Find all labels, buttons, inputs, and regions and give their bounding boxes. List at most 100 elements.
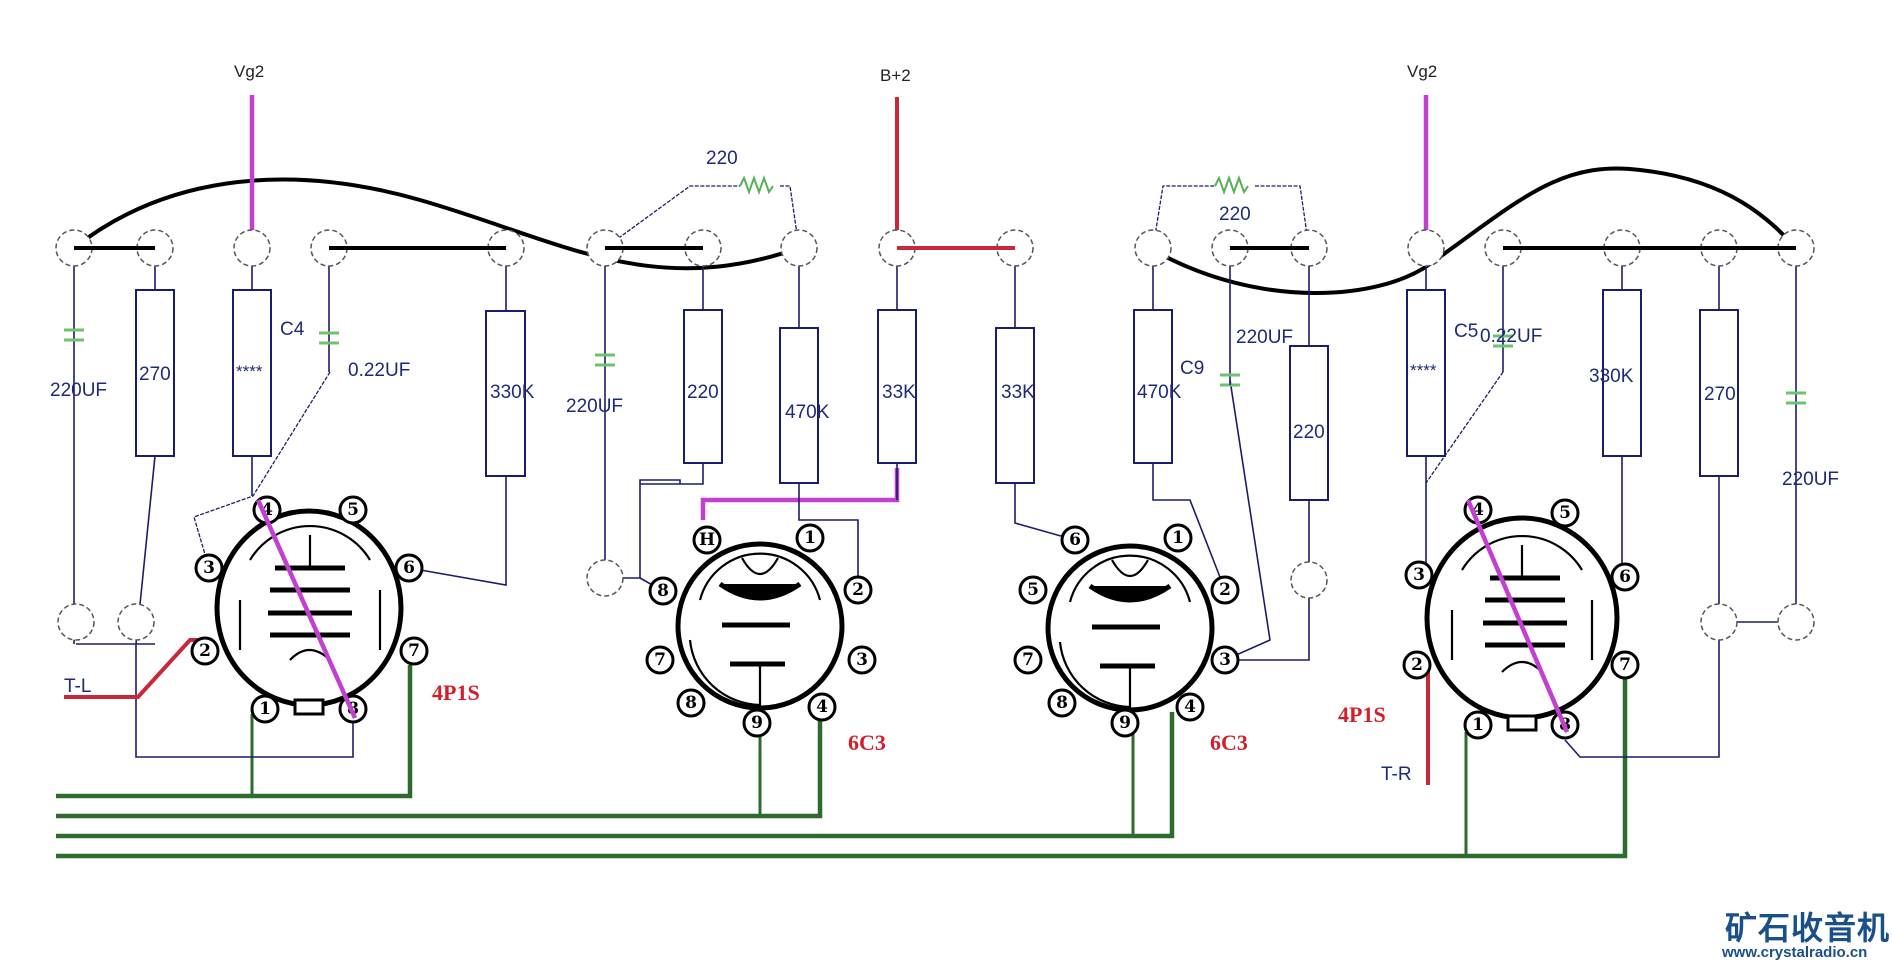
resistors — [135, 289, 1739, 501]
capacitor-220uf-right — [1786, 391, 1806, 405]
label-resistor: 220 — [687, 382, 719, 403]
label-resistor: **** — [1410, 361, 1437, 380]
watermark-url: www.crystalradio.cn — [1722, 944, 1868, 961]
pin-label: 2 — [1219, 580, 1231, 600]
terminal — [586, 559, 624, 597]
pin-label: 1 — [804, 528, 816, 548]
tube-pins: 1 2 3 4 5 6 7 8 — [190, 495, 429, 724]
pin-label: 8 — [657, 581, 669, 601]
label-resistor: 270 — [139, 364, 171, 385]
label-cap-ref: C9 — [1180, 358, 1204, 379]
label-cap: 0.22UF — [348, 360, 410, 381]
pin-label: 8 — [1056, 693, 1068, 713]
pin-label: 5 — [347, 500, 359, 520]
pin-label: 3 — [1413, 565, 1425, 585]
pin-label: 7 — [408, 641, 420, 661]
watermark-title: 矿石收音机 — [1725, 909, 1891, 947]
pin-label: 3 — [1219, 650, 1231, 670]
b-plus-line — [895, 97, 1015, 250]
tube-4p1s-left: 1 2 3 4 5 6 7 8 4P1S — [190, 495, 480, 724]
terminal — [1134, 229, 1172, 267]
capacitor-220uf-cl — [595, 353, 615, 367]
pin-label: 3 — [203, 558, 215, 578]
label-cap: 220UF — [566, 396, 623, 417]
label-resistor: 270 — [1704, 384, 1736, 405]
resistor-screen-right — [1406, 289, 1446, 457]
terminal — [780, 229, 818, 267]
label-resistor: 33K — [1001, 382, 1035, 403]
pin-label: 1 — [259, 699, 271, 719]
pin-label: 2 — [199, 641, 211, 661]
capacitor-220uf-left — [64, 328, 84, 342]
tube-label: 4P1S — [1338, 702, 1386, 727]
resistor-330k-right — [1602, 289, 1642, 457]
pin-label: 4 — [816, 697, 828, 717]
terminal — [1407, 229, 1445, 267]
component-wires — [73, 185, 1797, 758]
pin-label: 2 — [1411, 655, 1423, 675]
label-b-plus: B+2 — [880, 66, 911, 85]
tube-pins: 6 1 5 2 7 3 8 9 4 — [1013, 523, 1240, 738]
labels: Vg2 Vg2 B+2 T-L T-R 220UF 270 **** C4 0.… — [50, 62, 1839, 785]
resistor-220-cr — [1289, 345, 1329, 501]
tube-label: 4P1S — [432, 680, 480, 705]
label-resistor: 330K — [1589, 366, 1634, 387]
pin-label: 3 — [856, 650, 868, 670]
tube-label: 6C3 — [848, 730, 886, 755]
jumper-arc-right — [1152, 166, 1798, 295]
tube-electrodes — [1088, 583, 1172, 669]
terminal — [233, 229, 271, 267]
label-resistor: 470K — [785, 402, 830, 423]
resistor-470k-cr — [1133, 309, 1173, 464]
resistor-330k-left — [485, 310, 526, 477]
capacitors — [64, 328, 1806, 405]
heater-link-magenta — [255, 499, 358, 719]
label-resistor: 33K — [882, 382, 916, 403]
heater-bus — [56, 665, 1628, 859]
pin-label: 4 — [1184, 697, 1196, 717]
terminal — [1700, 603, 1738, 641]
tube-pins: H 1 8 2 7 3 8 9 4 — [645, 523, 877, 738]
label-cap-ref: C4 — [280, 319, 305, 340]
label-vg2-left: Vg2 — [234, 62, 264, 81]
jumper-arc-left — [72, 177, 800, 271]
resistor-33k-cl — [877, 309, 917, 464]
terminal-strip-top — [55, 229, 1815, 267]
label-cap: 220UF — [50, 380, 107, 401]
capacitor-c4 — [319, 331, 339, 345]
tube-label: 6C3 — [1210, 730, 1248, 755]
resistor-220-zigzag-left — [739, 175, 774, 195]
terminal — [1777, 603, 1815, 641]
label-t-left: T-L — [64, 676, 91, 697]
resistor-220-zigzag-right — [1214, 175, 1249, 195]
terminal — [117, 603, 155, 641]
capacitor-c5 — [1493, 334, 1513, 348]
pin-label: 5 — [1027, 580, 1039, 600]
heater-bus-line-2 — [56, 712, 823, 819]
tube-key — [293, 698, 325, 716]
resistor-screen-left — [232, 289, 272, 457]
pin-label: 1 — [1172, 528, 1184, 548]
pin-label: 9 — [751, 713, 763, 733]
pin-label: 1 — [1472, 715, 1484, 735]
heater-bus-line-1 — [56, 665, 413, 799]
pin-label: 7 — [654, 650, 666, 670]
pin-label: 2 — [852, 580, 864, 600]
pin-label: 6 — [1069, 530, 1081, 550]
pin-label: 9 — [1119, 713, 1131, 733]
pin-label: 8 — [685, 693, 697, 713]
label-cap-ref: C5 — [1454, 321, 1478, 342]
resistor-470k-cl — [779, 327, 819, 484]
terminal — [1290, 561, 1328, 599]
heater-bus-line-4 — [56, 672, 1628, 859]
label-resistor: 330K — [490, 382, 535, 403]
label-cap: 220UF — [1782, 469, 1839, 490]
pin-label: 7 — [1619, 655, 1631, 675]
tube-6c3-center-left: H 1 8 2 7 3 8 9 4 6C3 — [645, 523, 886, 755]
label-resistor: 220 — [706, 148, 738, 169]
heater-link-magenta — [1465, 499, 1570, 733]
tube-4p1s-right: 1 2 3 4 5 6 7 8 4P1S — [1338, 495, 1640, 740]
label-t-right: T-R — [1381, 764, 1412, 785]
pin-label: H — [699, 530, 715, 550]
